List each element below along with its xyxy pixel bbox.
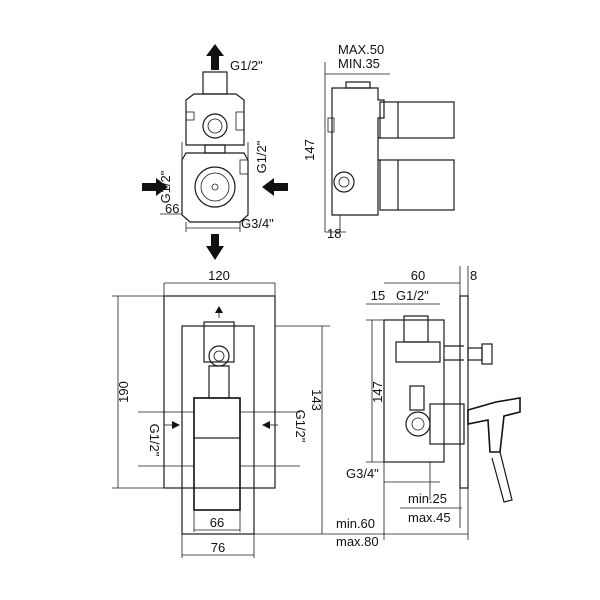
cover-plate	[163, 295, 276, 489]
label-inlet-right: G1/2"	[254, 140, 269, 173]
label-min25: min.25	[408, 491, 447, 506]
label-max45: max.45	[408, 510, 451, 525]
label-76: 76	[211, 540, 225, 555]
label-18: 18	[327, 226, 341, 241]
label-side-outlet-top: G1/2"	[396, 288, 429, 303]
lower-port	[194, 166, 236, 208]
label-190: 190	[116, 381, 131, 403]
label-15: 15	[371, 288, 385, 303]
label-66-front: 66	[210, 515, 224, 530]
label-min35: MIN.35	[338, 56, 380, 71]
label-max80: max.80	[336, 534, 379, 549]
label-8: 8	[470, 268, 477, 283]
label-side-outlet-bottom: G3/4"	[346, 466, 379, 481]
arrow-left-icon	[262, 178, 274, 196]
lower-body	[181, 152, 249, 223]
label-outlet-top: G1/2"	[230, 58, 263, 73]
side-frame	[383, 319, 445, 463]
top-neck	[202, 71, 228, 95]
upper-body	[185, 93, 245, 146]
label-inlet-left: G1/2"	[158, 170, 173, 203]
side-valve-port	[405, 411, 431, 437]
label-outlet-bottom: G3/4"	[241, 216, 274, 231]
side-body	[331, 87, 385, 216]
valve-body-front-view: G1/2" G1/2" G1/2" 66 G3/4"	[142, 44, 288, 260]
wall-plate	[459, 295, 469, 489]
label-66-top: 66	[165, 201, 179, 216]
mixer-handle	[193, 397, 241, 511]
side-lever	[467, 397, 521, 453]
label-inlet-left-front: G1/2"	[147, 424, 162, 457]
side-port	[333, 171, 355, 193]
label-inlet-right-front: G1/2"	[293, 410, 308, 443]
side-section-view: 60 8 15 G1/2" 147 G3/4" min.2	[330, 266, 521, 549]
arrow-up-shaft	[211, 56, 219, 70]
label-max50: MAX.50	[338, 42, 384, 57]
label-147-side: 147	[370, 381, 385, 403]
label-60: 60	[411, 268, 425, 283]
label-143: 143	[309, 389, 324, 411]
front-plate-view: 120 190 143 G1/2" G1/2"	[112, 268, 330, 558]
label-147-top: 147	[302, 139, 317, 161]
arrow-up-icon	[206, 44, 224, 56]
body-frame	[181, 325, 255, 535]
upper-port	[202, 113, 228, 139]
label-120: 120	[208, 268, 230, 283]
cartridge-upper	[379, 101, 455, 139]
arrow-right-icon	[156, 178, 168, 196]
arrow-down-icon	[206, 246, 224, 260]
label-min60: min.60	[336, 516, 375, 531]
cartridge-lower	[379, 159, 455, 211]
valve-body-side-view: MAX.50 MIN.35 147 18	[302, 42, 455, 241]
